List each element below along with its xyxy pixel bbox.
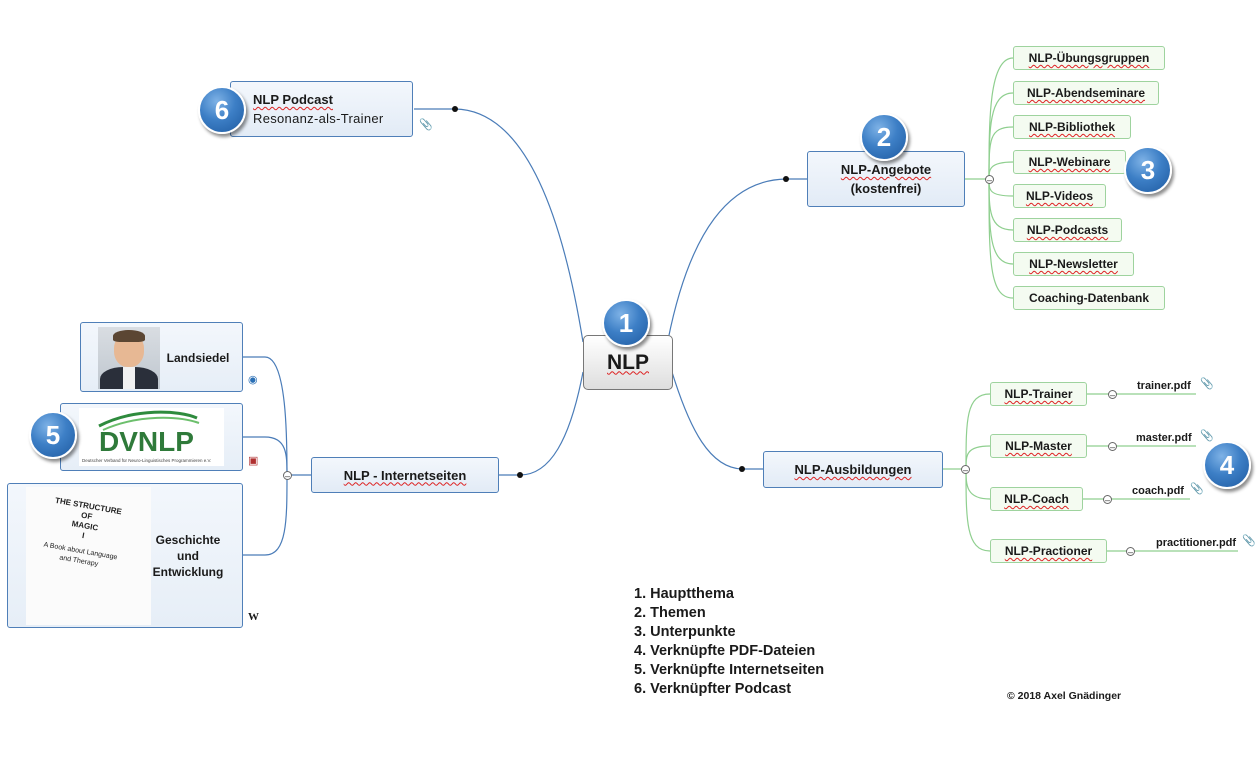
label-line: Entwicklung [152, 565, 224, 579]
ausbildungen-node[interactable]: NLP-Ausbildungen [763, 451, 943, 488]
legend-item: 2. Themen [634, 605, 706, 621]
dvnlp-tagline: Deutscher Verband für Neuro-Linguistisch… [82, 458, 212, 463]
subtopic-webinare[interactable]: NLP-Webinare [1013, 150, 1126, 174]
pdf-link-master[interactable]: master.pdf [1136, 432, 1192, 444]
legend-item: 6. Verknüpfter Podcast [634, 681, 792, 697]
paperclip-icon[interactable]: 📎 [419, 119, 433, 131]
subtopic-coaching-datenbank[interactable]: Coaching-Datenbank [1013, 286, 1165, 310]
dvnlp-logo: DVNLP Deutscher Verband für Neuro-Lingui… [79, 408, 224, 466]
internetseiten-node[interactable]: NLP - Internetseiten [311, 457, 499, 493]
badge-6: 6 [198, 86, 246, 134]
paperclip-icon[interactable]: 📎 [1190, 483, 1204, 495]
subtopic-practioner[interactable]: NLP-Practioner [990, 539, 1107, 563]
legend-item: 5. Verknüpfte Internetseiten [634, 662, 825, 678]
subtopic-bibliothek[interactable]: NLP-Bibliothek [1013, 115, 1131, 139]
paperclip-icon[interactable]: 📎 [1200, 378, 1214, 390]
web-link-icon[interactable]: ▣ [248, 455, 259, 467]
minus-circle-icon[interactable]: – [1126, 547, 1135, 557]
minus-circle-icon[interactable]: – [1108, 390, 1117, 400]
website-node-geschichte[interactable]: THE STRUCTURE OF MAGIC I A Book about La… [7, 483, 243, 628]
subtopic-coach[interactable]: NLP-Coach [990, 487, 1083, 511]
minus-circle-icon[interactable]: – [1108, 442, 1117, 452]
subtopic-label: Coaching-Datenbank [1028, 291, 1149, 305]
subtopic-trainer[interactable]: NLP-Trainer [990, 382, 1087, 406]
badge-3: 3 [1124, 146, 1172, 194]
website-node-dvnlp[interactable]: DVNLP Deutscher Verband für Neuro-Lingui… [60, 403, 243, 471]
subtopic-label: NLP-Webinare [1028, 155, 1111, 169]
badge-5: 5 [29, 411, 77, 459]
website-node-landsiedel[interactable]: Landsiedel [80, 322, 243, 392]
copyright-notice: © 2018 Axel Gnädinger [1007, 690, 1122, 702]
web-link-icon[interactable]: ◉ [248, 374, 258, 386]
subtopic-label: NLP-Newsletter [1029, 257, 1118, 271]
legend-item: 1. Hauptthema [634, 586, 734, 602]
minus-circle-icon[interactable]: – [283, 471, 292, 481]
angebote-label-line2: (kostenfrei) [850, 181, 922, 196]
ausbildungen-label: NLP-Ausbildungen [794, 462, 912, 477]
subtopic-label: NLP-Practioner [1004, 544, 1093, 558]
subtopic-label: NLP-Bibliothek [1029, 120, 1115, 134]
label-line: Geschichte [155, 533, 221, 547]
angebote-label-line1: NLP-Angebote [840, 162, 932, 177]
subtopic-label: NLP-Master [1005, 439, 1072, 453]
pdf-link-practitioner[interactable]: practitioner.pdf [1156, 537, 1237, 549]
legend-item: 4. Verknüpfte PDF-Dateien [634, 643, 816, 659]
subtopic-label: NLP-Übungsgruppen [1028, 51, 1150, 65]
badge-4: 4 [1203, 441, 1251, 489]
internetseiten-label: NLP - Internetseiten [343, 467, 467, 483]
minus-circle-icon[interactable]: – [961, 465, 970, 475]
label-line: und [177, 549, 199, 563]
dvnlp-logo-text: DVNLP [99, 426, 194, 457]
subtopic-uebungsgruppen[interactable]: NLP-Übungsgruppen [1013, 46, 1165, 70]
portrait-image [98, 327, 160, 389]
subtopic-videos[interactable]: NLP-Videos [1013, 184, 1106, 208]
subtopic-newsletter[interactable]: NLP-Newsletter [1013, 252, 1134, 276]
pdf-link-coach[interactable]: coach.pdf [1132, 485, 1184, 497]
subtopic-label: NLP-Trainer [1004, 387, 1073, 401]
paperclip-icon[interactable]: 📎 [1242, 535, 1256, 547]
podcast-subtitle: Resonanz-als-Trainer [253, 111, 384, 126]
website-label-landsiedel: Landsiedel [166, 351, 230, 365]
subtopic-label: NLP-Podcasts [1026, 223, 1109, 237]
subtopic-label: NLP-Abendseminare [1026, 86, 1146, 100]
subtopic-abendseminare[interactable]: NLP-Abendseminare [1013, 81, 1159, 105]
website-label-geschichte: Geschichte und Entwicklung [148, 532, 228, 580]
dvnlp-swoosh-icon [98, 410, 200, 431]
subtopic-label: NLP-Videos [1025, 189, 1094, 203]
subtopic-podcasts[interactable]: NLP-Podcasts [1013, 218, 1122, 242]
legend: 1. Hauptthema 2. Themen 3. Unterpunkte 4… [634, 585, 824, 699]
wikipedia-icon[interactable]: W [248, 611, 259, 623]
pdf-link-trainer[interactable]: trainer.pdf [1137, 380, 1191, 392]
paperclip-icon[interactable]: 📎 [1200, 430, 1214, 442]
podcast-title: NLP Podcast [253, 92, 333, 107]
book-cover-image: THE STRUCTURE OF MAGIC I A Book about La… [26, 487, 151, 625]
minus-circle-icon[interactable]: – [985, 175, 994, 185]
subtopic-master[interactable]: NLP-Master [990, 434, 1087, 458]
podcast-node[interactable]: NLP Podcast Resonanz-als-Trainer [230, 81, 413, 137]
minus-circle-icon[interactable]: – [1103, 495, 1112, 505]
subtopic-label: NLP-Coach [1004, 492, 1069, 506]
legend-item: 3. Unterpunkte [634, 624, 736, 640]
badge-2: 2 [860, 113, 908, 161]
badge-1: 1 [602, 299, 650, 347]
central-topic-label: NLP [607, 350, 649, 374]
